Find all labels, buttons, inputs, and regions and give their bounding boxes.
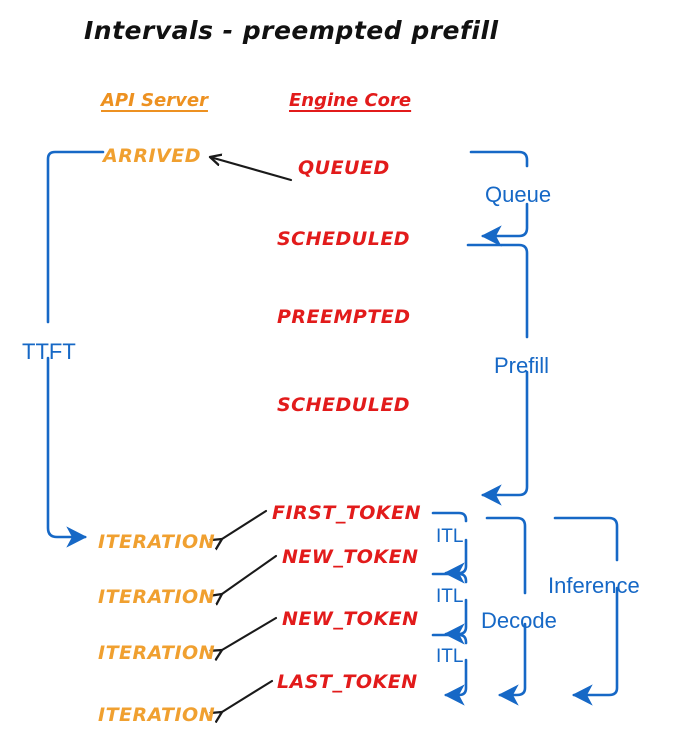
interval-label-prefill: Prefill — [494, 353, 550, 378]
interval-bracket-decode — [485, 516, 527, 706]
column-header-api-server: API Server — [101, 90, 208, 111]
event-scheduled-2: SCHEDULED — [277, 394, 411, 416]
page-title: Intervals - preempted prefill — [84, 16, 499, 45]
interval-bracket-inference — [553, 516, 619, 706]
transition-arrow-arrived-to-queued — [210, 157, 293, 182]
event-iteration-1: ITERATION — [98, 531, 216, 553]
event-iteration-3: ITERATION — [98, 642, 216, 664]
interval-label-decode: Decode — [481, 608, 557, 633]
event-queued: QUEUED — [298, 157, 390, 179]
interval-label-inference: Inference — [548, 573, 640, 598]
interval-label-queue: Queue — [485, 182, 552, 207]
interval-label-itl-3: ITL — [436, 646, 464, 667]
interval-label-ttft: TTFT — [22, 339, 76, 364]
interval-bracket-prefill — [466, 243, 529, 506]
event-first-token: FIRST_TOKEN — [272, 502, 422, 524]
interval-label-itl-1: ITL — [436, 526, 464, 547]
transition-arrow-first-token — [222, 509, 268, 539]
event-arrived: ARRIVED — [103, 145, 201, 167]
interval-label-itl-2: ITL — [436, 586, 464, 607]
transition-arrow-new-token-1 — [222, 554, 278, 594]
event-new-token-2: NEW_TOKEN — [282, 608, 419, 630]
interval-bracket-itl-3 — [431, 633, 468, 706]
event-scheduled-1: SCHEDULED — [277, 228, 411, 250]
event-iteration-2: ITERATION — [98, 586, 216, 608]
interval-bracket-ttft — [46, 150, 105, 548]
interval-bracket-queue — [469, 150, 529, 247]
event-new-token-1: NEW_TOKEN — [282, 546, 419, 568]
event-iteration-4: ITERATION — [98, 704, 216, 726]
transition-arrow-new-token-2 — [222, 616, 278, 650]
event-last-token: LAST_TOKEN — [277, 671, 418, 693]
column-header-engine-core: Engine Core — [289, 90, 412, 111]
transition-arrow-last-token — [222, 679, 274, 712]
event-preempted: PREEMPTED — [277, 306, 411, 328]
